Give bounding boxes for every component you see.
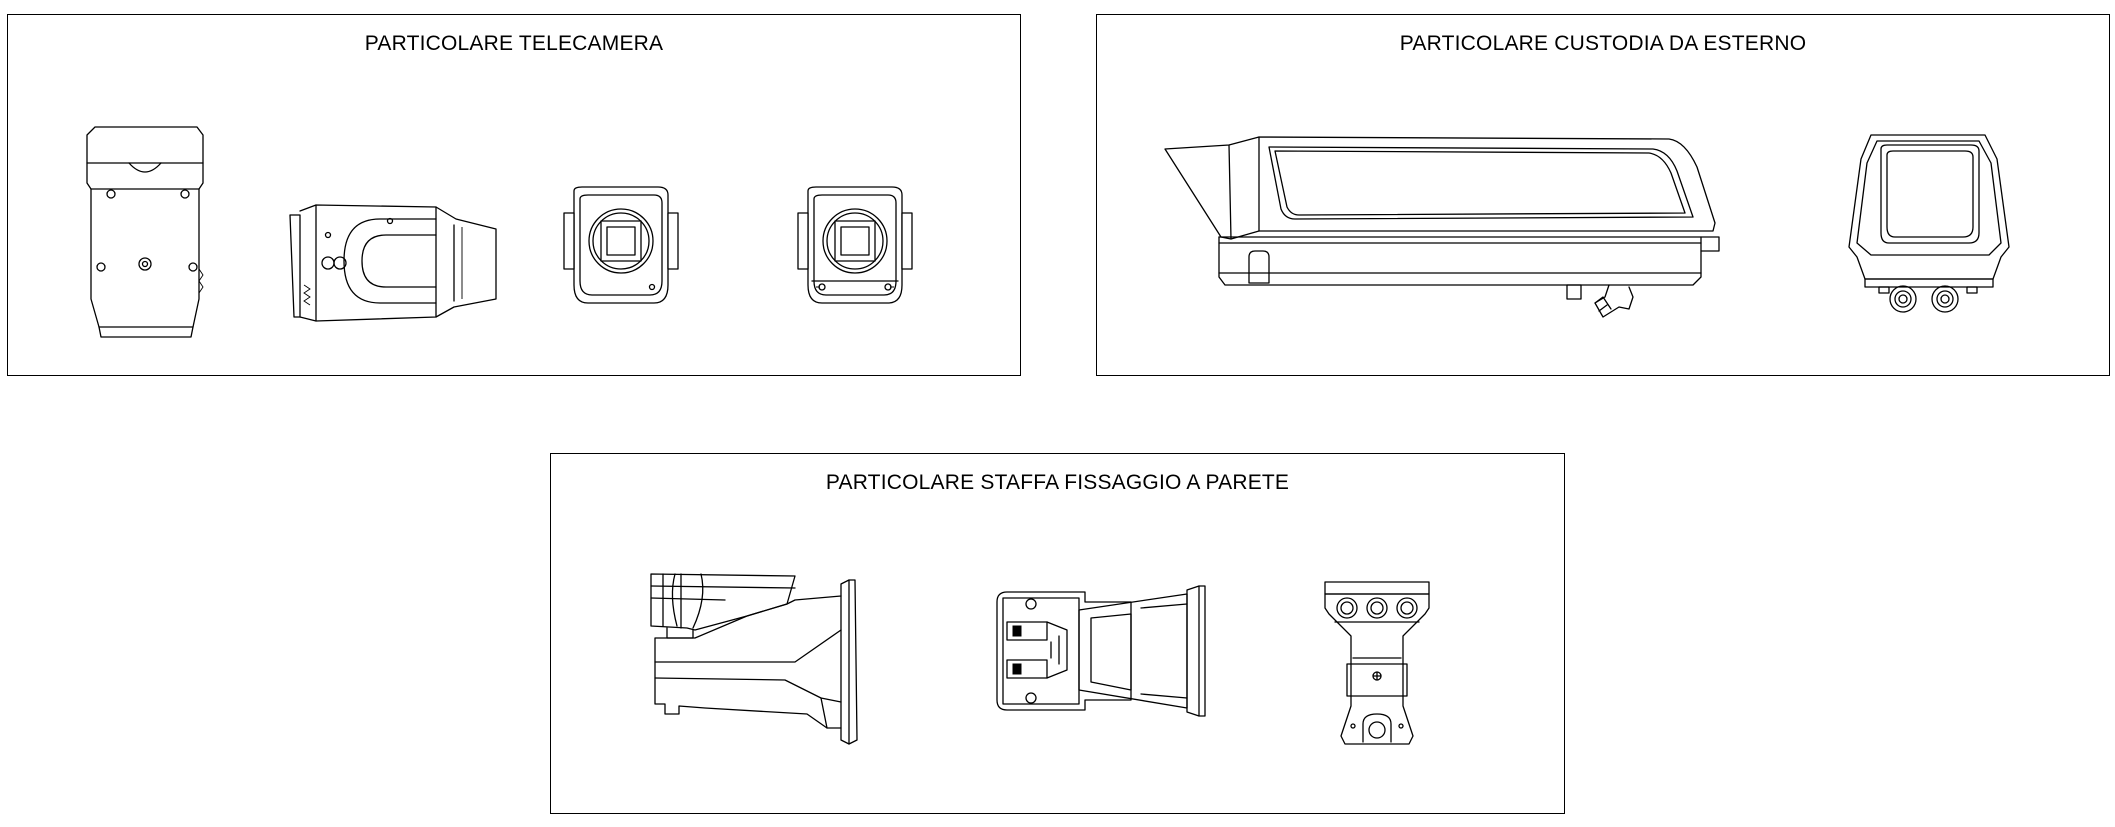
panel-title-bracket: PARTICOLARE STAFFA FISSAGGIO A PARETE [825, 471, 1290, 494]
camera-rear-view [792, 183, 918, 313]
panel-bracket: PARTICOLARE STAFFA FISSAGGIO A PARETE [550, 453, 1565, 814]
panel-camera: PARTICOLARE TELECAMERA [7, 14, 1021, 376]
camera-front-view [558, 183, 684, 313]
panel-title-camera: PARTICOLARE TELECAMERA [364, 32, 664, 55]
panel-title-housing: PARTICOLARE CUSTODIA DA ESTERNO [1399, 32, 1807, 55]
housing-front-view [1845, 129, 2015, 321]
housing-side-view [1159, 127, 1679, 327]
camera-side-view [286, 195, 506, 335]
camera-top-view [81, 119, 211, 344]
bracket-side-view [645, 568, 905, 738]
bracket-front-view [1317, 578, 1437, 753]
panel-housing: PARTICOLARE CUSTODIA DA ESTERNO [1096, 14, 2110, 376]
bracket-top-view [991, 582, 1241, 722]
